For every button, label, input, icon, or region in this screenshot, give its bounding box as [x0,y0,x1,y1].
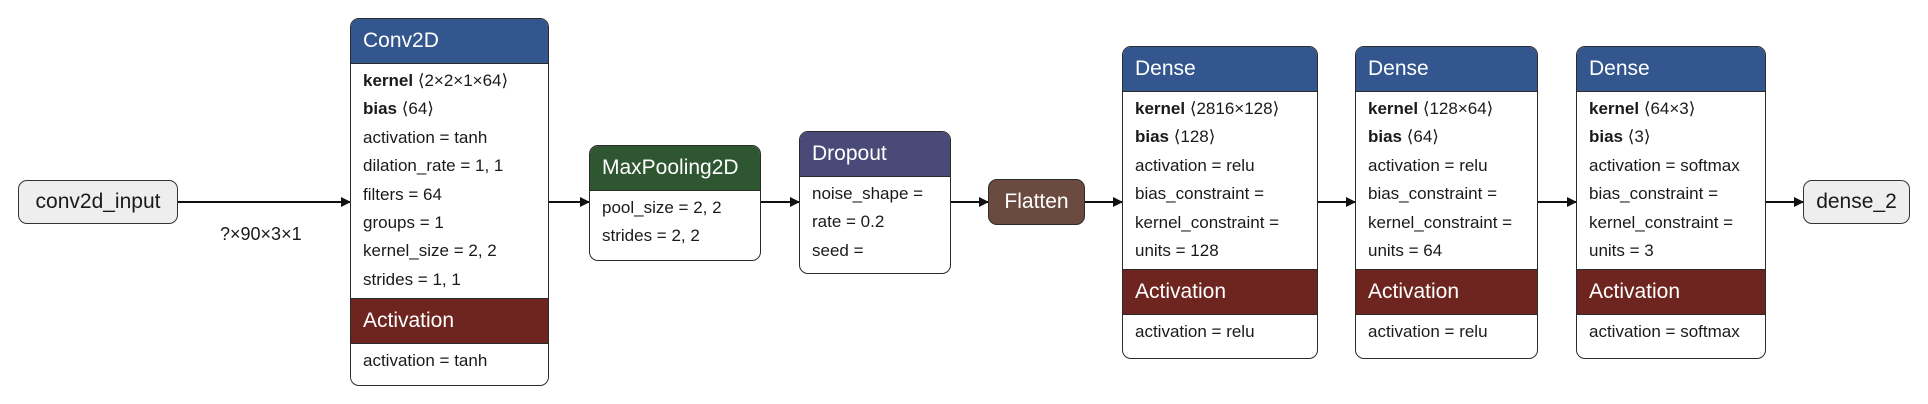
dense3-header: Dense [1577,47,1765,92]
conv2d-bias: bias ⟨64⟩ [363,99,434,119]
conv2d-kernel: kernel ⟨2×2×1×64⟩ [363,71,509,90]
conv2d-node[interactable]: Conv2D kernel ⟨2×2×1×64⟩ bias ⟨64⟩ activ… [350,18,549,386]
maxpool-attributes: pool_size = 2, 2 strides = 2, 2 [590,191,760,255]
dropout-attr: noise_shape = [812,184,924,203]
dense2-activation-attributes: activation = relu [1356,315,1537,350]
conv2d-attr: strides = 1, 1 [363,269,461,289]
maxpool-title: MaxPooling2D [602,156,739,179]
dense2-node[interactable]: Dense kernel ⟨128×64⟩ bias ⟨64⟩ activati… [1355,46,1538,359]
dropout-attr: rate = 0.2 [812,212,885,232]
dense1-node[interactable]: Dense kernel ⟨2816×128⟩ bias ⟨128⟩ activ… [1122,46,1318,359]
dense2-bias: bias ⟨64⟩ [1368,127,1439,147]
dense1-bias: bias ⟨128⟩ [1135,127,1216,147]
conv2d-title: Conv2D [363,29,439,52]
input-node-label: conv2d_input [35,190,161,213]
output-node[interactable]: dense_2 [1803,180,1910,224]
dense1-activation-title: Activation [1135,280,1227,304]
dense3-node[interactable]: Dense kernel ⟨64×3⟩ bias ⟨3⟩ activation … [1576,46,1766,359]
dense3-activation-header: Activation [1577,269,1765,316]
input-node[interactable]: conv2d_input [18,180,178,224]
dense2-activation-attr: activation = relu [1368,322,1488,342]
dense3-attr: units = 3 [1589,241,1654,261]
dense2-activation-header: Activation [1356,269,1537,316]
maxpool-header: MaxPooling2D [590,146,760,191]
dense1-kernel: kernel ⟨2816×128⟩ [1135,99,1280,118]
conv2d-activation-attr: activation = tanh [363,351,488,371]
maxpool-attr: strides = 2, 2 [602,226,700,246]
dense3-activation-attributes: activation = softmax [1577,315,1765,350]
dense1-activation-attributes: activation = relu [1123,315,1317,350]
dense2-activation-title: Activation [1368,280,1460,304]
dense3-attr: kernel_constraint = [1589,212,1734,232]
conv2d-header: Conv2D [351,19,548,64]
dense1-attr: bias_constraint = [1135,184,1264,204]
conv2d-attr: dilation_rate = 1, 1 [363,156,504,176]
dense2-attr: units = 64 [1368,241,1443,261]
dense1-header: Dense [1123,47,1317,92]
maxpool-node[interactable]: MaxPooling2D pool_size = 2, 2 strides = … [589,145,761,261]
conv2d-attributes: kernel ⟨2×2×1×64⟩ bias ⟨64⟩ activation =… [351,64,548,298]
conv2d-attr: activation = tanh [363,127,488,147]
dense2-attr: bias_constraint = [1368,184,1497,204]
dense3-activation-attr: activation = softmax [1589,322,1740,342]
conv2d-attr: kernel_size = 2, 2 [363,241,497,261]
output-node-label: dense_2 [1816,190,1897,213]
conv2d-attr: filters = 64 [363,184,442,204]
dropout-attr: seed = [812,240,864,260]
dropout-title: Dropout [812,142,887,165]
dense1-attr: activation = relu [1135,155,1255,175]
conv2d-attr: groups = 1 [363,213,444,233]
dense3-kernel: kernel ⟨64×3⟩ [1589,99,1696,118]
dense1-attributes: kernel ⟨2816×128⟩ bias ⟨128⟩ activation … [1123,92,1317,269]
dense2-header: Dense [1356,47,1537,92]
dense3-attr: activation = softmax [1589,155,1740,175]
maxpool-attr: pool_size = 2, 2 [602,198,722,217]
dense2-title: Dense [1368,57,1429,80]
dropout-attributes: noise_shape = rate = 0.2 seed = [800,177,950,269]
conv2d-activation-attributes: activation = tanh [351,344,548,379]
flatten-node[interactable]: Flatten [988,179,1085,225]
dense3-bias: bias ⟨3⟩ [1589,127,1651,147]
flatten-title: Flatten [1004,190,1069,213]
dense1-activation-attr: activation = relu [1135,322,1255,342]
dense2-attr: kernel_constraint = [1368,212,1513,232]
dense1-attr: units = 128 [1135,241,1219,261]
dropout-node[interactable]: Dropout noise_shape = rate = 0.2 seed = [799,131,951,274]
dense2-attr: activation = relu [1368,155,1488,175]
dense1-activation-header: Activation [1123,269,1317,316]
dense3-title: Dense [1589,57,1650,80]
dense1-title: Dense [1135,57,1196,80]
input-shape-label: ?×90×3×1 [220,224,302,244]
dense3-attributes: kernel ⟨64×3⟩ bias ⟨3⟩ activation = soft… [1577,92,1765,269]
dense3-attr: bias_constraint = [1589,184,1718,204]
conv2d-activation-title: Activation [363,309,455,333]
dense3-activation-title: Activation [1589,280,1681,304]
dense2-attributes: kernel ⟨128×64⟩ bias ⟨64⟩ activation = r… [1356,92,1537,269]
dropout-header: Dropout [800,132,950,177]
dense1-attr: kernel_constraint = [1135,212,1280,232]
dense2-kernel: kernel ⟨128×64⟩ [1368,99,1494,118]
conv2d-activation-header: Activation [351,298,548,345]
